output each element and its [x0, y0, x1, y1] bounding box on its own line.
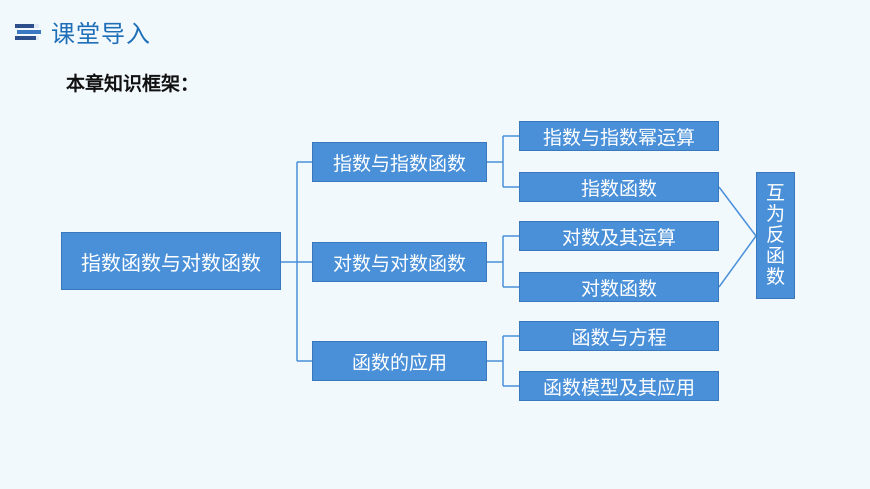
relation-char: 为	[765, 203, 785, 225]
leaf-logarithm-operations: 对数及其运算	[519, 221, 719, 251]
relation-char: 反	[765, 224, 785, 246]
leaf-function-models: 函数模型及其应用	[519, 371, 719, 401]
relation-char: 函	[765, 245, 785, 267]
node-logarithmic: 对数与对数函数	[312, 242, 487, 282]
node-exponential: 指数与指数函数	[312, 142, 487, 182]
leaf-exponent-operations: 指数与指数幂运算	[519, 121, 719, 151]
inverse-function-label: 互 为 反 函 数	[756, 172, 795, 299]
section-subtitle: 本章知识框架：	[66, 73, 200, 95]
leaf-logarithmic-function: 对数函数	[519, 272, 719, 302]
relation-char: 互	[765, 182, 785, 204]
node-application: 函数的应用	[312, 341, 487, 381]
page-title: 课堂导入	[51, 20, 151, 48]
leaf-function-and-equation: 函数与方程	[519, 321, 719, 351]
leaf-exponential-function: 指数函数	[519, 172, 719, 202]
books-icon	[15, 24, 41, 40]
relation-char: 数	[765, 266, 785, 288]
root-node: 指数函数与对数函数	[61, 232, 281, 290]
